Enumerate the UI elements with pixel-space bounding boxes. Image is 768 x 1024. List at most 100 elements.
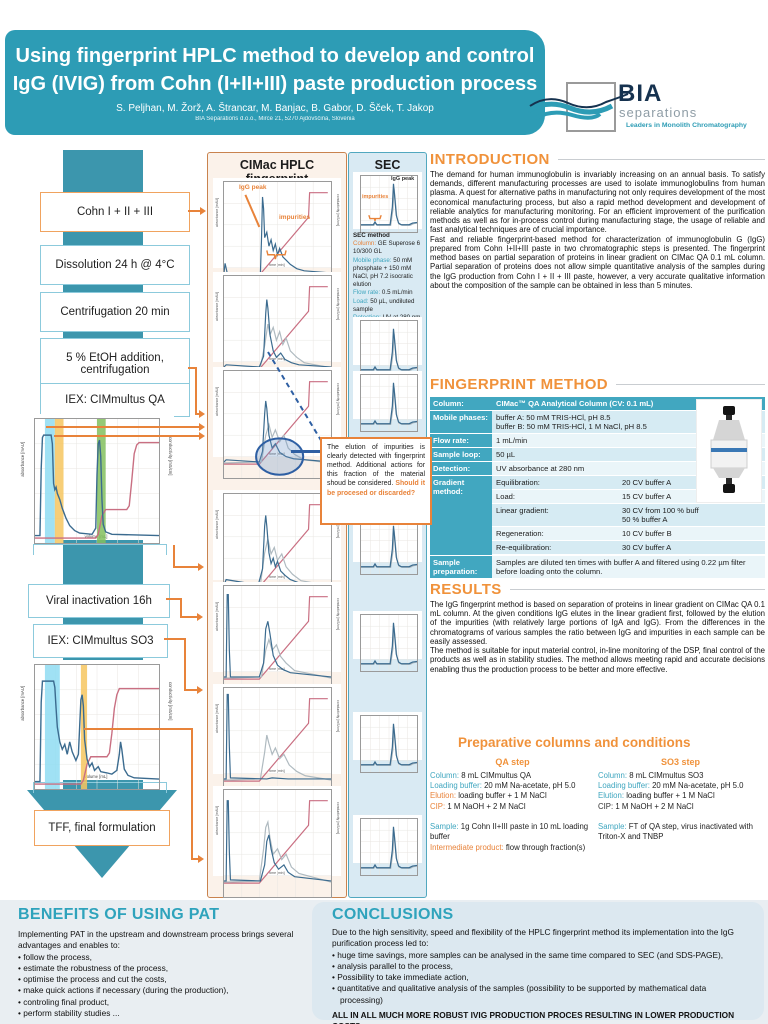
connector-line (166, 598, 182, 600)
benefits-heading: BENEFITS OF USING PAT (18, 906, 220, 923)
fingerprint-chromatogram-3: absorbance [mAU] time [min] conductivity… (213, 367, 341, 479)
flow-step-label: IEX: CIMmultus SO3 (47, 635, 154, 647)
flow-step-label: Dissolution 24 h @ 4°C (55, 259, 175, 271)
qa-step-title: QA step (495, 757, 530, 767)
fingerprint-method-table: Column: CIMac™ QA Analytical Column (CV:… (430, 397, 765, 579)
connector-line (180, 598, 182, 618)
connector-line (164, 638, 186, 640)
logo-subname: separations (619, 105, 698, 120)
igg-peak-annotation: IgG peak (391, 176, 415, 182)
sec-method-mobile: Mobile phase: 50 mM phosphate + 150 mM N… (353, 256, 413, 289)
results-paragraph-2: The method is suitable for input materia… (430, 646, 765, 674)
table-label: Sample preparation: (430, 556, 492, 578)
y-axis-label: absorbance [mAU] (215, 291, 219, 321)
table-row-flow-rate: Flow rate: 1 mL/min (430, 434, 765, 448)
introduction-paragraph-1: The demand for human immunoglobulin is i… (430, 170, 765, 235)
preparative-so3-chromatogram: absorbance [mAU] volume [mL] conductivit… (18, 660, 174, 790)
y-axis-label: absorbance [mAU] (215, 509, 219, 539)
fraction-bracket (33, 544, 167, 555)
fingerprint-method-heading: FINGERPRINT METHOD (430, 376, 609, 393)
flow-step-tff: TFF, final formulation (34, 810, 170, 846)
table-label: Gradient method: (430, 476, 492, 555)
y-axis-label: absorbance [mAU] (215, 805, 219, 835)
x-axis-label: time [min] (269, 575, 285, 579)
table-value: Samples are diluted ten times with buffe… (492, 556, 765, 578)
heading-rule (509, 589, 765, 590)
x-axis-label: volume [mL] (84, 774, 108, 779)
x-axis-label: time [min] (269, 871, 285, 875)
flow-step-iex-qa: IEX: CIMmultus QA (40, 383, 190, 417)
connector-line (191, 728, 193, 860)
connector-line (188, 367, 197, 369)
y2-axis-label: conductivity [mS/cm] (336, 700, 340, 733)
conclusions-heading: CONCLUSIONS (332, 906, 454, 923)
table-row-sample-loop: Sample loop: 50 µL (430, 448, 765, 462)
connector-line (184, 638, 186, 691)
connector-arrow-icon (199, 410, 205, 418)
connector-arrow-icon (199, 423, 205, 431)
connector-line (188, 210, 204, 212)
table-label: Column: (430, 397, 492, 410)
bottom-band: BENEFITS OF USING PAT Implementing PAT i… (0, 900, 768, 1024)
introduction-heading: INTRODUCTION (430, 151, 550, 168)
poster-authors: S. Peljhan, M. Žorž, A. Štrancar, M. Ban… (116, 103, 434, 114)
fraction-bracket (33, 782, 167, 793)
y2-axis-label: conductivity [mS/cm] (336, 383, 340, 416)
sec-method-flow: Flow rate: 0.5 mL/min (353, 289, 413, 297)
table-label: Detection: (430, 462, 492, 475)
qa-step-conditions: QA step Column: 8 mL CIMmultus QA Loadin… (430, 757, 595, 853)
sec-method-load: Load: 50 µL, undiluted sample (353, 297, 415, 313)
y2-axis-label: conductivity [mS/cm] (336, 288, 340, 321)
flow-step-label: Cohn I + II + III (76, 206, 154, 218)
table-row-detection: Detection: UV absorbance at 280 nm (430, 462, 765, 476)
table-label: Flow rate: (430, 434, 492, 447)
fingerprint-chromatogram-6: absorbance [mAU] time [min] conductivity… (213, 684, 341, 796)
flow-step-label: 5 % EtOH addition, centrifugation (66, 352, 164, 376)
connector-line (46, 426, 200, 428)
sec-method-column: Column: GE Superose 6 10/300 GL (353, 240, 421, 256)
flow-step-iex-so3: IEX: CIMmultus SO3 (33, 624, 168, 658)
gradient-subrow: Re-equilibration:30 CV buffer A (492, 541, 765, 555)
connector-arrow-icon (197, 686, 203, 694)
connector-arrow-icon (200, 207, 206, 215)
table-row-column: Column: CIMac™ QA Analytical Column (CV:… (430, 397, 765, 411)
y2-axis-label: conductivity [mS/cm] (168, 681, 173, 720)
fingerprint-chromatogram-1: absorbance [mAU] time [min] conductivity… (213, 178, 341, 290)
fingerprint-chromatogram-7: absorbance [mAU] time [min] conductivity… (213, 786, 341, 898)
logo-name: BIA (618, 80, 663, 107)
poster-title-line1: Using fingerprint HPLC method to develop… (15, 45, 535, 67)
y-axis-label: absorbance [mAU] (215, 386, 219, 416)
logo-tagline: Leaders in Monolith Chromatography (626, 122, 747, 129)
table-row-sample-preparation: Sample preparation: Samples are diluted … (430, 556, 765, 579)
table-value: UV absorbance at 280 nm (492, 462, 765, 475)
cimac-column-photo (697, 400, 761, 502)
callout-text: The elution of impurities is clearly det… (327, 444, 425, 488)
gradient-subrow: Regeneration:10 CV buffer B (492, 527, 765, 541)
fingerprint-chromatogram-2: absorbance [mAU] time [min] conductivity… (213, 272, 341, 384)
fingerprint-method-heading-row: FINGERPRINT METHOD (430, 376, 765, 393)
connector-arrow-icon (198, 855, 204, 863)
x-axis-label: time [min] (269, 452, 284, 456)
x-axis-label: time [min] (269, 263, 285, 267)
table-label: Mobile phases: (430, 411, 492, 433)
introduction-heading-row: INTRODUCTION (430, 151, 765, 168)
impurities-callout-box: The elution of impurities is clearly det… (320, 437, 432, 525)
connector-line (180, 616, 199, 618)
dashed-connector-line (267, 351, 323, 443)
flow-step-label: TFF, final formulation (48, 822, 156, 834)
y-axis-label: absorbance [mAU] (215, 703, 219, 733)
ellipse-callout-connector (291, 450, 322, 453)
connector-line (195, 367, 197, 415)
benefits-section: BENEFITS OF USING PAT Implementing PAT i… (18, 906, 298, 1019)
sec-chromatogram-6 (353, 712, 422, 773)
flow-step-label: Viral inactivation 16h (46, 595, 152, 607)
y2-axis-label: conductivity [mS/cm] (336, 598, 340, 631)
fingerprint-panel: CIMac HPLC fingerprint absorbance [mAU] … (207, 152, 347, 898)
sec-chromatogram-5 (353, 611, 422, 672)
sec-method-description: SEC method Column: GE Superose 6 10/300 … (353, 232, 423, 322)
introduction-paragraph-2: Fast and reliable fingerprint-based meth… (430, 234, 765, 290)
sec-chromatogram-1: IgG peak impurities (353, 172, 422, 233)
conclusions-section: CONCLUSIONS Due to the high sensitivity,… (312, 902, 764, 1024)
sec-chromatogram-2 (353, 317, 422, 378)
